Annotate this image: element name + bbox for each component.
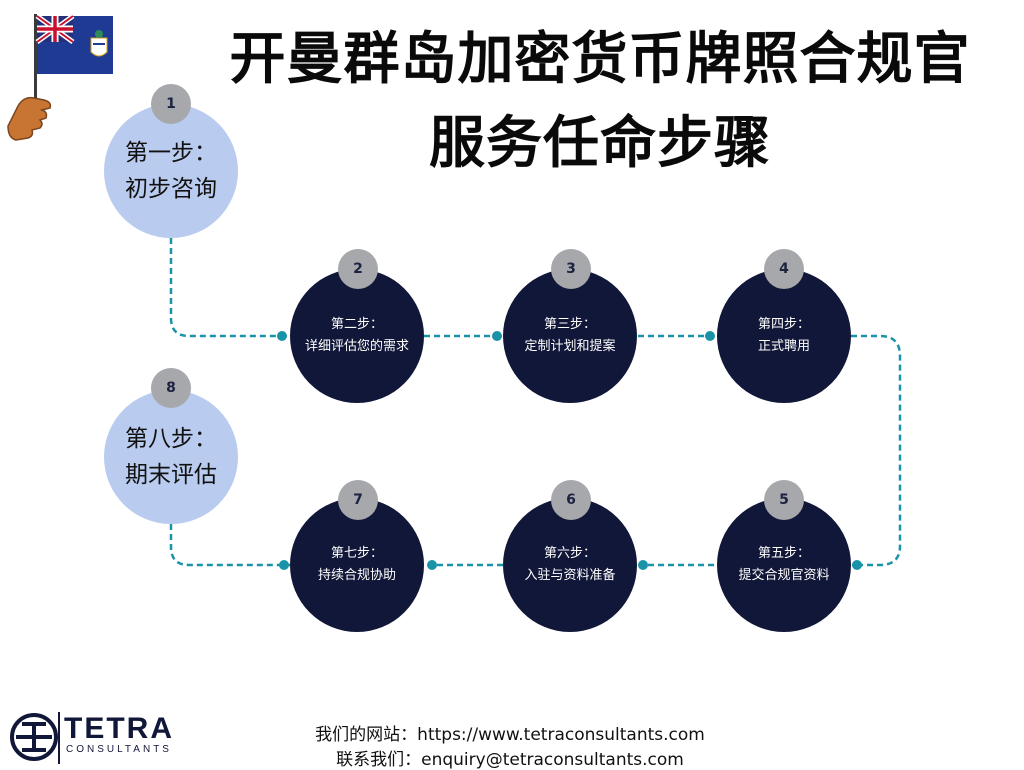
page-title-line2: 服务任命步骤 [429,111,771,176]
connector-4-5 [851,334,902,567]
step-1-circle: 第一步： 初步咨询 [104,104,238,238]
step-3-circle: 第三步： 定制计划和提案 [503,269,637,403]
connector-1-2 [169,238,282,338]
step-text: 详细评估您的需求 [304,339,409,354]
tetra-logo-icon [10,712,60,764]
step-label: 第二步： [330,317,383,332]
step-text: 初步咨询 [125,176,217,202]
connector-dot [492,331,502,341]
footer-website[interactable]: 我们的网站：https://www.tetraconsultants.com [315,725,705,745]
step-label: 第六步： [543,546,596,561]
step-label: 第四步： [757,317,810,332]
connector-dot [852,560,862,570]
step-5-badge: 5 [764,480,804,520]
step-text: 期末评估 [125,462,217,488]
connector-dot [705,331,715,341]
step-7-circle: 第七步： 持续合规协助 [290,498,424,632]
logo-subtitle: CONSULTANTS [66,744,172,755]
step-6-circle: 第六步： 入驻与资料准备 [503,498,637,632]
connector-dot [277,331,287,341]
step-label: 第五步： [757,546,810,561]
step-8-circle: 第八步： 期末评估 [104,390,238,524]
step-4-badge: 4 [764,249,804,289]
step-2-circle: 第二步： 详细评估您的需求 [290,269,424,403]
step-text: 提交合规官资料 [738,568,830,583]
footer-contact[interactable]: 联系我们：enquiry@tetraconsultants.com [336,750,684,770]
step-text: 持续合规协助 [317,568,396,583]
step-5-circle: 第五步： 提交合规官资料 [717,498,851,632]
step-text: 正式聘用 [757,339,810,354]
step-8-badge: 8 [151,368,191,408]
step-1-badge: 1 [151,84,191,124]
step-7-badge: 7 [338,480,378,520]
step-label: 第一步： [125,140,217,166]
step-text: 入驻与资料准备 [524,568,616,583]
step-label: 第七步： [330,546,383,561]
step-label: 第三步： [543,317,596,332]
connector-dot [427,560,437,570]
step-6-badge: 6 [551,480,591,520]
page-title: 开曼群岛加密货币牌照合规官 [229,27,971,92]
step-3-badge: 3 [551,249,591,289]
step-2-badge: 2 [338,249,378,289]
connector-dot [279,560,289,570]
connector-dot [638,560,648,570]
connector-7-8 [169,524,290,567]
cayman-flag-icon [7,13,113,141]
step-4-circle: 第四步： 正式聘用 [717,269,851,403]
logo-name: TETRA [64,712,174,745]
step-text: 定制计划和提案 [524,339,616,354]
step-label: 第八步： [125,426,217,452]
